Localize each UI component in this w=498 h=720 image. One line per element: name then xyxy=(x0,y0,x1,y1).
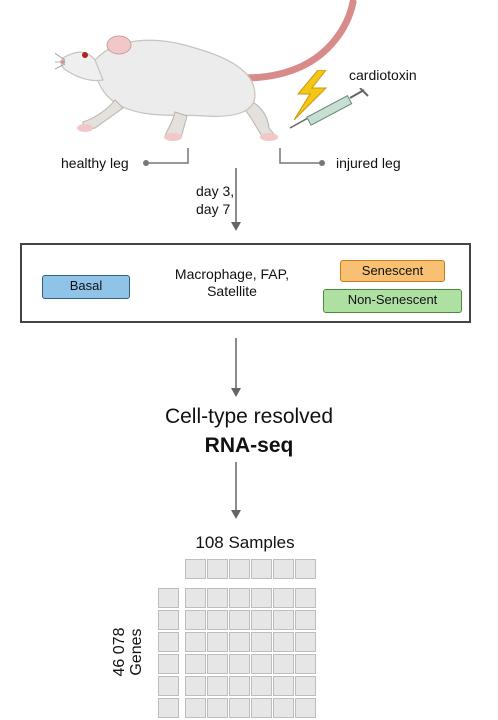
cell-types-line1: Macrophage, FAP, xyxy=(174,266,290,282)
day-label-line2: day 7 xyxy=(196,201,231,217)
matrix-cell xyxy=(185,654,206,674)
matrix-cell xyxy=(207,654,228,674)
leg-pointer-lines xyxy=(143,148,325,231)
lightning-bolt-icon xyxy=(293,70,328,120)
conditions-box: Basal Macrophage, FAP, Satellite Senesce… xyxy=(20,243,471,323)
gene-header-cell xyxy=(158,676,179,696)
matrix-cell xyxy=(229,654,250,674)
matrix-cell xyxy=(207,588,228,608)
sample-header-cell xyxy=(185,559,206,579)
matrix-cell xyxy=(185,698,206,718)
day-label-line1: day 3, xyxy=(196,183,235,199)
matrix-cell xyxy=(251,632,272,652)
senescent-label: Senescent xyxy=(340,260,445,282)
matrix-cell xyxy=(207,676,228,696)
gene-header-cell xyxy=(158,610,179,630)
matrix-cell xyxy=(295,632,316,652)
sample-header-cell xyxy=(251,559,272,579)
matrix-cell xyxy=(273,654,294,674)
genes-label-line2: Genes xyxy=(128,628,145,676)
sample-header-cell xyxy=(207,559,228,579)
matrix-cell xyxy=(251,676,272,696)
cell-types-label: Macrophage, FAP, Satellite xyxy=(162,266,302,300)
matrix-cell xyxy=(185,610,206,630)
non-senescent-label: Non-Senescent xyxy=(323,289,462,313)
cell-types-line2: Satellite xyxy=(207,283,257,299)
gene-header-cell xyxy=(158,588,179,608)
matrix-cell xyxy=(251,588,272,608)
matrix-cell xyxy=(207,698,228,718)
matrix-cell xyxy=(229,610,250,630)
gene-header-cell xyxy=(158,698,179,718)
matrix-cell xyxy=(229,588,250,608)
matrix-cell xyxy=(229,698,250,718)
gene-header-cell xyxy=(158,654,179,674)
matrix-cell xyxy=(251,610,272,630)
genes-label-line1: 46 078 xyxy=(111,627,128,677)
day-label: day 3, day 7 xyxy=(196,182,234,218)
matrix-cell xyxy=(273,676,294,696)
flow-arrows xyxy=(231,338,241,519)
method-title-line2: RNA-seq xyxy=(204,434,294,457)
sample-header-cell xyxy=(229,559,250,579)
matrix-cell xyxy=(295,588,316,608)
matrix-cell xyxy=(295,698,316,718)
cardiotoxin-label: cardiotoxin xyxy=(349,67,417,83)
matrix-cell xyxy=(251,654,272,674)
mouse-icon xyxy=(55,0,357,141)
matrix-cell xyxy=(229,632,250,652)
basal-label: Basal xyxy=(42,275,130,299)
matrix-cell xyxy=(273,632,294,652)
sample-header-cell xyxy=(273,559,294,579)
matrix-cell xyxy=(185,632,206,652)
matrix-cell xyxy=(251,698,272,718)
matrix-cell xyxy=(207,610,228,630)
healthy-leg-label: healthy leg xyxy=(61,155,129,171)
matrix-cell xyxy=(229,676,250,696)
matrix-cell xyxy=(185,676,206,696)
matrix-cell xyxy=(185,588,206,608)
matrix-cell xyxy=(295,654,316,674)
matrix-cell xyxy=(273,610,294,630)
matrix-cell xyxy=(295,676,316,696)
sample-header-cell xyxy=(295,559,316,579)
syringe-icon xyxy=(289,88,369,129)
method-title-line1: Cell-type resolved xyxy=(164,405,334,428)
matrix-cell xyxy=(273,698,294,718)
matrix-cell xyxy=(295,610,316,630)
genes-label: 46 078 Genes xyxy=(108,620,148,684)
gene-header-cell xyxy=(158,632,179,652)
samples-label: 108 Samples xyxy=(195,533,295,552)
matrix-cell xyxy=(273,588,294,608)
injured-leg-label: injured leg xyxy=(336,155,401,171)
matrix-cell xyxy=(207,632,228,652)
